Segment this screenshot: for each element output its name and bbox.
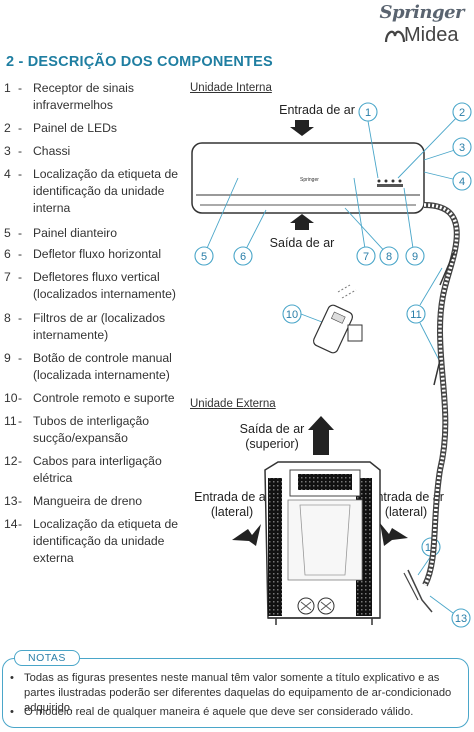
led-panel-icon (377, 179, 403, 187)
air-outlet-label: Saída de ar (269, 236, 335, 250)
svg-text:11: 11 (410, 309, 421, 321)
svg-text:13: 13 (455, 613, 467, 625)
svg-text:6: 6 (240, 251, 246, 263)
interconnect-pipes (403, 202, 460, 613)
midea-logo-icon (384, 30, 406, 43)
callout-6: 6 (233, 246, 253, 266)
callout-3: 3 (452, 137, 472, 157)
brand-logo: Springer (379, 2, 464, 23)
callout-5: 5 (194, 246, 214, 266)
air-inlet-side-left-1: Entrada de ar (194, 490, 270, 504)
brand-springer: Springer (379, 2, 464, 23)
svg-text:8: 8 (386, 251, 392, 263)
callout-2: 2 (452, 102, 472, 122)
svg-text:5: 5 (201, 251, 207, 263)
air-inlet-arrow-icon (290, 120, 314, 136)
air-outlet-top-label-1: Saída de ar (239, 422, 305, 436)
svg-text:4: 4 (459, 176, 465, 188)
air-inlet-side-left-2: (lateral) (210, 505, 254, 519)
remote-control-icon (312, 284, 363, 354)
indoor-unit: Springer (191, 120, 425, 230)
svg-text:1: 1 (365, 107, 371, 119)
callout-4: 4 (452, 171, 472, 191)
section-title: 2 - DESCRIÇÃO DOS COMPONENTES (6, 54, 273, 70)
svg-text:3: 3 (459, 142, 465, 154)
callout-10: 10 (282, 304, 302, 324)
callout-8: 8 (379, 246, 399, 266)
indoor-unit-logo-icon: Springer (300, 177, 319, 183)
air-inlet-side-right-1: Entrada de ar (368, 490, 444, 504)
air-inlet-label: Entrada de ar (279, 103, 355, 117)
callout-7: 7 (356, 246, 376, 266)
components-diagram: Springer 1 2 3 4 5 6 7 8 9 10 11 12 (191, 102, 472, 628)
svg-text:10: 10 (286, 309, 298, 321)
svg-text:2: 2 (459, 107, 465, 119)
notes-tab: NOTAS (14, 650, 80, 666)
air-inlet-left-arrow-icon (232, 524, 261, 546)
fan-icon (297, 597, 335, 615)
callout-11a: 11 (406, 304, 426, 324)
notes-box (2, 658, 469, 728)
outdoor-unit-label: Unidade Externa (190, 398, 276, 410)
air-inlet-right-arrow-icon (380, 523, 408, 546)
outdoor-unit (264, 461, 381, 625)
air-outlet-up-arrow-icon (308, 416, 334, 455)
air-inlet-side-right-2: (lateral) (384, 505, 428, 519)
air-outlet-arrow-icon (290, 214, 314, 230)
callout-13: 13 (451, 608, 471, 628)
brand-midea: Midea (404, 24, 459, 46)
svg-text:9: 9 (412, 251, 418, 263)
air-outlet-top-label-2: (superior) (245, 437, 299, 451)
callout-9: 9 (405, 246, 425, 266)
indoor-unit-label: Unidade Interna (190, 82, 272, 94)
callout-1: 1 (358, 102, 378, 122)
svg-text:7: 7 (363, 251, 369, 263)
